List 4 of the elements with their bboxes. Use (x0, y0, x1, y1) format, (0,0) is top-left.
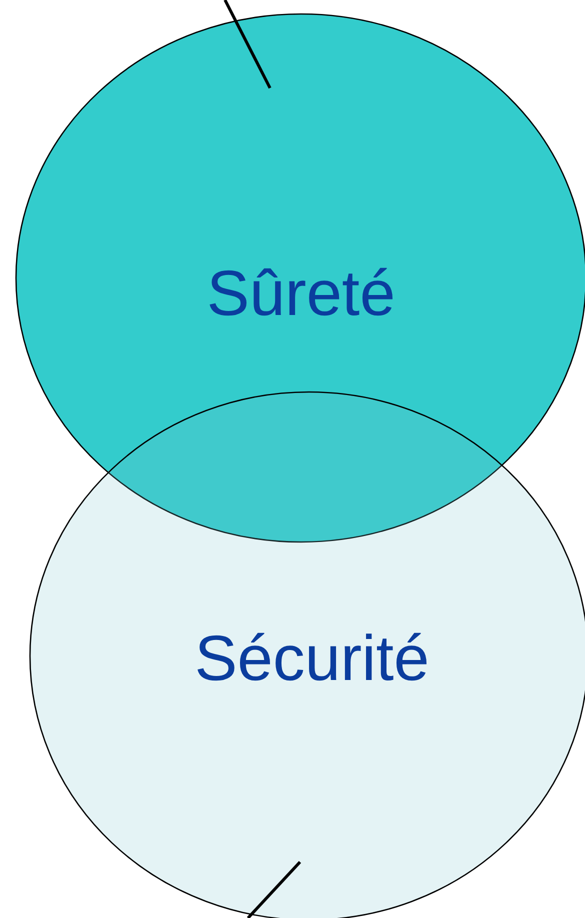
leader-line (224, 0, 272, 89)
ellipse-label: Sécurité (194, 626, 430, 690)
ellipse-label: Sûreté (206, 261, 396, 325)
leader-line (246, 860, 302, 918)
